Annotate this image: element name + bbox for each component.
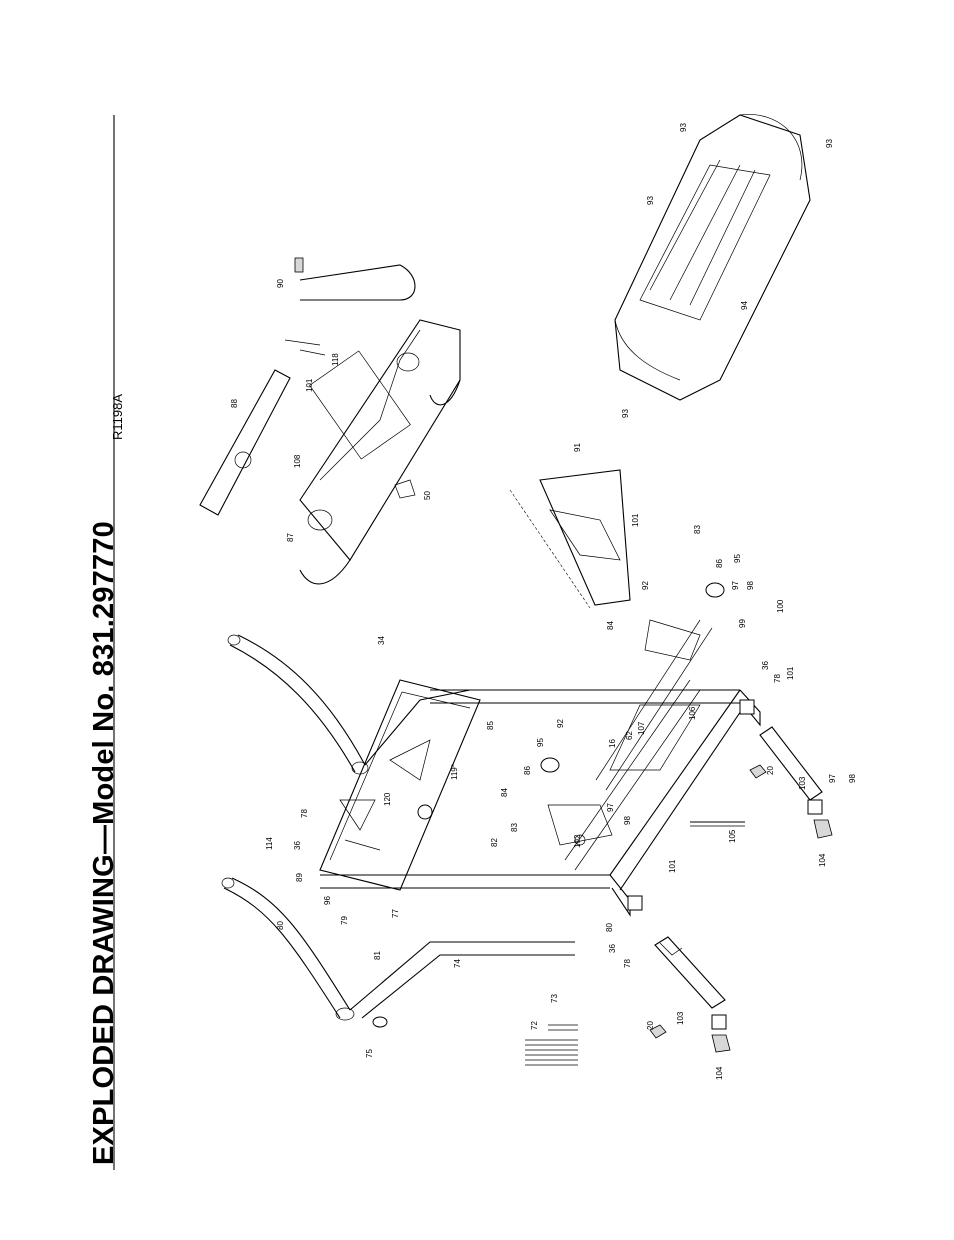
callout-label: 94 (740, 301, 749, 310)
callout-label: 72 (530, 1021, 539, 1030)
end-cap-left (372, 1016, 388, 1028)
callout-label: 97 (606, 803, 615, 812)
callout-label: 75 (365, 1049, 374, 1058)
callout-label: 86 (523, 766, 532, 775)
callout-label: 88 (230, 399, 239, 408)
callout-label: 101 (631, 513, 640, 527)
callout-label: 77 (391, 909, 400, 918)
callout-label: 50 (423, 491, 432, 500)
callout-label: 20 (646, 1021, 655, 1030)
callout-label: 96 (323, 896, 332, 905)
callout-label: 97 (731, 581, 740, 590)
callout-label: 98 (746, 581, 755, 590)
callout-label: 106 (688, 706, 697, 720)
motor-hood (509, 469, 631, 609)
callout-label: 114 (265, 837, 274, 850)
callout-label: 102 (573, 834, 582, 848)
callout-label: 100 (776, 599, 785, 613)
callout-label: 104 (715, 1066, 724, 1080)
callout-label: 89 (295, 873, 304, 882)
callout-label: 84 (606, 621, 615, 630)
callout-label: 101 (305, 378, 314, 392)
callout-label: 93 (825, 139, 834, 148)
callout-label: 98 (848, 774, 857, 783)
callout-label: 103 (676, 1011, 685, 1025)
callout-label: 119* (450, 764, 459, 780)
callout-label: 62 (625, 731, 634, 740)
callout-label: 103 (798, 776, 807, 790)
plug-75 (417, 804, 433, 820)
callout-label: 107 (637, 721, 646, 735)
callout-label: 101 (668, 859, 677, 873)
callout-label: 20 (766, 766, 775, 775)
callout-label: 80 (276, 921, 285, 930)
callout-label: 36 (293, 841, 302, 850)
callout-label: 84 (500, 788, 509, 797)
callout-label: 105 (728, 829, 737, 843)
callout-label: 90 (276, 279, 285, 288)
callout-label: 79 (340, 916, 349, 925)
callout-label: 78 (300, 809, 309, 818)
callout-label: 16 (608, 739, 617, 748)
callout-label: 92 (641, 581, 650, 590)
console-base (299, 319, 461, 585)
callout-label: 104 (818, 853, 827, 867)
callout-label: 95 (536, 738, 545, 747)
callout-label: 78 (623, 959, 632, 968)
motor-area (540, 582, 725, 846)
callout-label: 99 (738, 619, 747, 628)
handrail-right (227, 634, 471, 775)
callout-label: 93 (679, 123, 688, 132)
callout-label: 87 (286, 533, 295, 542)
callout-label: 82 (490, 838, 499, 847)
callout-label: 81 (373, 951, 382, 960)
callout-label: 108 (293, 454, 302, 468)
drawing-code: R1198A (110, 393, 125, 440)
console-mount-plate (319, 679, 481, 891)
callout-label: 85 (486, 721, 495, 730)
handrail-left (221, 877, 575, 1028)
callout-label: 80 (605, 923, 614, 932)
callout-label: 93 (646, 196, 655, 205)
console-overlay (199, 339, 326, 516)
callout-labels: 75 74 81 79 80 96 89 114 77 36 78 120 11… (230, 123, 857, 1080)
callout-label: 98 (623, 816, 632, 825)
callout-label: 86 (715, 559, 724, 568)
callout-label: 83 (693, 525, 702, 534)
key-90 (294, 257, 416, 301)
callout-label: 74 (453, 959, 462, 968)
callout-label: 78 (773, 674, 782, 683)
callout-label: 97 (828, 774, 837, 783)
callout-label: 95 (733, 554, 742, 563)
callout-label: 34 (377, 636, 386, 645)
callout-label: 120 (383, 792, 392, 806)
upright-frame (320, 619, 761, 917)
bolt-rack (525, 1024, 578, 1066)
callout-label: 73 (550, 994, 559, 1003)
hood-cover-94 (614, 114, 811, 401)
callout-label: 101 (786, 666, 795, 680)
callout-label: 93 (621, 409, 630, 418)
drawing-title: EXPLODED DRAWING—Model No. 831.297770 (88, 521, 120, 1165)
callout-label: 36 (761, 661, 770, 670)
callout-label: 92 (556, 719, 565, 728)
leg-extensions (649, 726, 833, 1053)
callout-label: 83 (510, 823, 519, 832)
callout-label: 91 (573, 443, 582, 452)
callout-label: 118 (331, 353, 340, 366)
callout-label: 36 (608, 944, 617, 953)
